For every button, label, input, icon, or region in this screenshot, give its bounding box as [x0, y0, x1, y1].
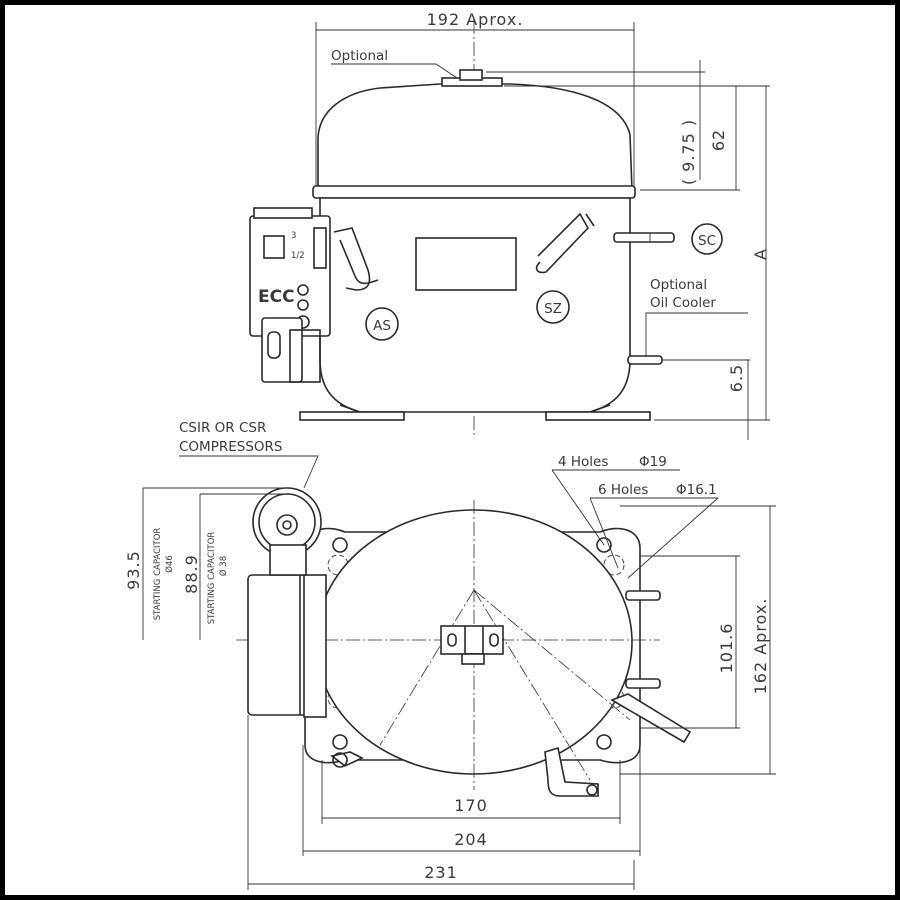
front-view: 192 Aprox. Optional AS — [249, 10, 770, 440]
oil-cooler-label-2: Oil Cooler — [650, 295, 716, 311]
right-dimensions-top: 101.6 162 Aprox. — [620, 505, 776, 775]
as-connection-label: AS — [373, 318, 391, 334]
top-fitting-cap — [459, 69, 483, 81]
shell-seam — [312, 185, 636, 199]
overall-231-label: 231 — [424, 863, 458, 882]
csir-label-2: COMPRESSORS — [179, 439, 282, 455]
starting-capacitor — [247, 487, 327, 718]
as-connection-circle — [365, 307, 399, 341]
csir-callout: CSIR OR CSR COMPRESSORS — [179, 420, 319, 489]
suction-tube — [333, 227, 371, 291]
optional-top-callout: Optional — [331, 48, 461, 81]
sz-connection-label: SZ — [544, 301, 562, 317]
base-depth-label: 162 Aprox. — [751, 598, 770, 695]
oil-cooler-label-1: Optional — [650, 277, 707, 293]
hole-callouts: 4 Holes Φ19 6 Holes Φ16.1 — [551, 454, 719, 579]
holes4-count: 4 Holes — [558, 454, 608, 470]
top-view: CSIR OR CSR COMPRESSORS — [124, 420, 776, 890]
nameplate — [415, 237, 517, 291]
center-fitting — [440, 625, 504, 665]
cap46-note-2: Ø46 — [164, 555, 175, 573]
cap38-dim-label: 88.9 — [182, 554, 201, 594]
electrical-box: 3 1/2 ECC — [249, 207, 331, 383]
left-foot — [299, 411, 405, 421]
csir-label-1: CSIR OR CSR — [179, 420, 266, 436]
hole-spacing-label: 101.6 — [717, 623, 736, 674]
discharge-tube — [535, 212, 589, 274]
holes6-dia: Φ16.1 — [676, 482, 717, 498]
terminal-3-label: 3 — [291, 231, 296, 241]
right-foot — [545, 411, 651, 421]
sc-connection-label: SC — [698, 233, 716, 249]
drawing-sheet: 192 Aprox. Optional AS — [5, 5, 895, 895]
lower-shell — [319, 197, 631, 413]
side-tubes — [610, 590, 692, 744]
holes6-count: 6 Holes — [598, 482, 648, 498]
dome-offset-label: ( 9.75 ) — [679, 119, 698, 185]
sz-connection-circle — [536, 290, 570, 324]
bottom-dimensions: 170 204 231 — [247, 715, 641, 890]
sc-connection-circle — [691, 223, 723, 255]
suction-tube-bottom — [544, 746, 599, 797]
cap46-dim-label: 93.5 — [124, 550, 143, 590]
left-dimensions-top: 93.5 STARTING CAPACITOR Ø46 88.9 STARTIN… — [124, 487, 287, 640]
holes4-dia: Φ19 — [639, 454, 667, 470]
terminal-block — [263, 235, 285, 259]
top-width-label: 192 Aprox. — [427, 10, 524, 29]
top-width-dimension: 192 Aprox. — [315, 10, 635, 196]
dome-shell — [317, 83, 633, 191]
oil-cooler-height-label: 6.5 — [727, 364, 746, 392]
optional-top-label: Optional — [331, 48, 388, 64]
cap38-note-2: Ø 38 — [218, 556, 229, 576]
foot-204-label: 204 — [454, 830, 488, 849]
foot-170-label: 170 — [454, 796, 488, 815]
sc-tube — [613, 232, 675, 243]
right-dimensions-front: 62 ( 9.75 ) A 6.5 — [486, 60, 770, 440]
oil-cooler-callout: Optional Oil Cooler — [627, 277, 748, 365]
cap46-note-1: STARTING CAPACITOR — [153, 528, 163, 621]
height-a-label: A — [751, 248, 770, 260]
dome-height-label: 62 — [709, 129, 728, 151]
terminal-12-label: 1/2 — [291, 251, 305, 261]
ecc-mark: ECC — [258, 287, 295, 307]
compressor-drawing: 192 Aprox. Optional AS — [124, 10, 776, 890]
cap38-note-1: STARTING CAPACITOR — [207, 532, 217, 625]
